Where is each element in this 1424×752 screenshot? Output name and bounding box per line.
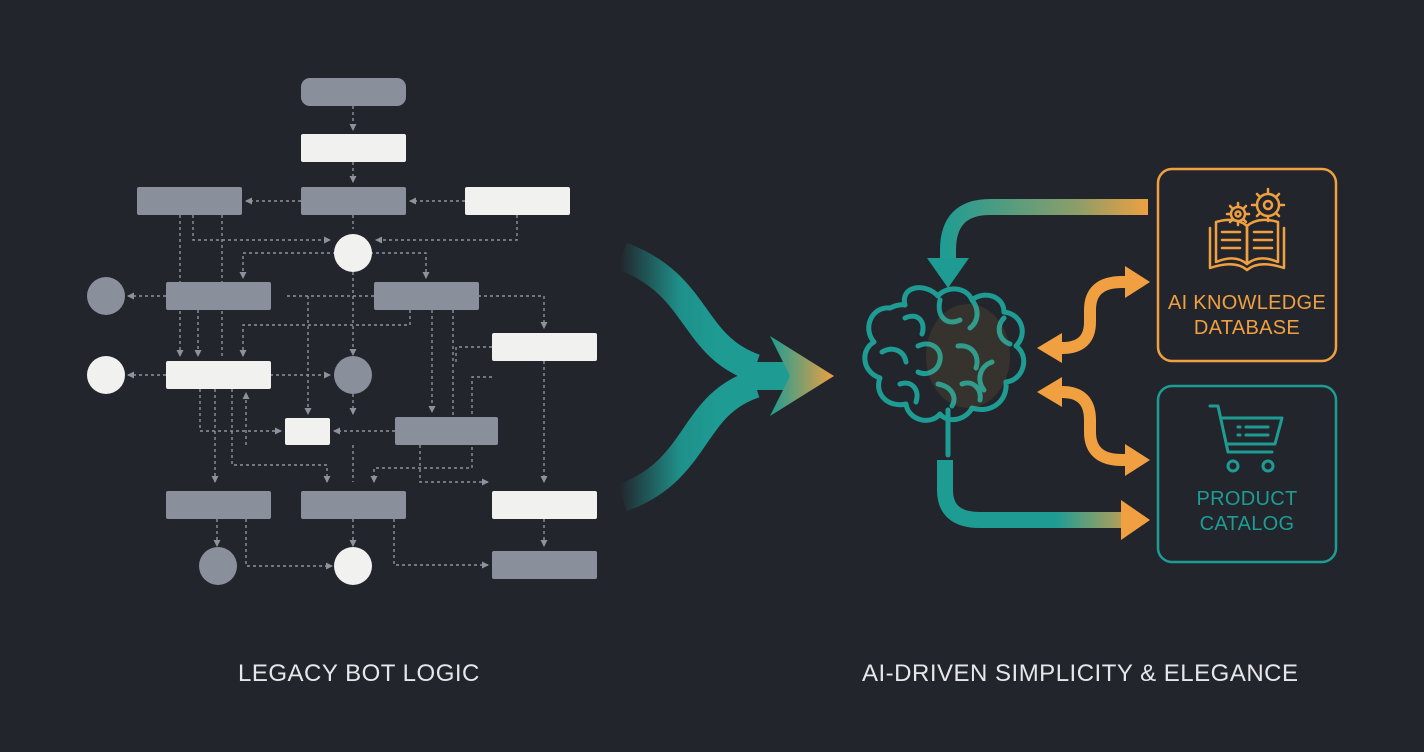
catalog-line-2: CATALOG [1199,513,1295,535]
knowledge-database-card [1156,167,1338,363]
flow-node [301,78,406,106]
legacy-caption: LEGACY BOT LOGIC [238,660,480,687]
flow-node [166,361,271,389]
flow-node-circle [199,547,237,585]
product-catalog-card [1156,384,1338,564]
flow-node [301,491,406,519]
brain-glow [926,304,1010,408]
ai-flow-arrows [927,199,1150,540]
flow-node-circle [87,356,125,394]
knowledge-database-label: AI KNOWLEDGE DATABASE [1158,291,1336,341]
knowledge-line-1: AI KNOWLEDGE [1167,292,1327,314]
flow-node [285,418,330,445]
product-catalog-label: PRODUCT CATALOG [1158,487,1336,537]
flow-node [137,187,242,215]
convergence-arrow [616,242,834,512]
flow-node-circle [334,547,372,585]
flow-node [374,282,479,310]
flow-node [492,333,597,361]
knowledge-line-2: DATABASE [1193,317,1301,339]
flow-node [166,491,271,519]
shopping-cart-icon [1208,404,1284,473]
flow-node [492,491,597,519]
flow-node [301,187,406,215]
catalog-line-1: PRODUCT [1196,488,1298,510]
flow-node [395,417,498,445]
legacy-connectors [127,106,548,570]
ai-caption: AI-DRIVEN SIMPLICITY & ELEGANCE [862,660,1299,687]
flow-node-circle [87,277,125,315]
flow-node-circle [334,234,372,272]
flow-node-circle [334,356,372,394]
flow-node [492,551,597,579]
legacy-nodes [87,78,597,585]
brain-icon [862,285,1027,458]
book-gears-icon [1208,187,1286,272]
flow-node [301,134,406,162]
flow-node [166,282,271,310]
flow-node [465,187,570,215]
